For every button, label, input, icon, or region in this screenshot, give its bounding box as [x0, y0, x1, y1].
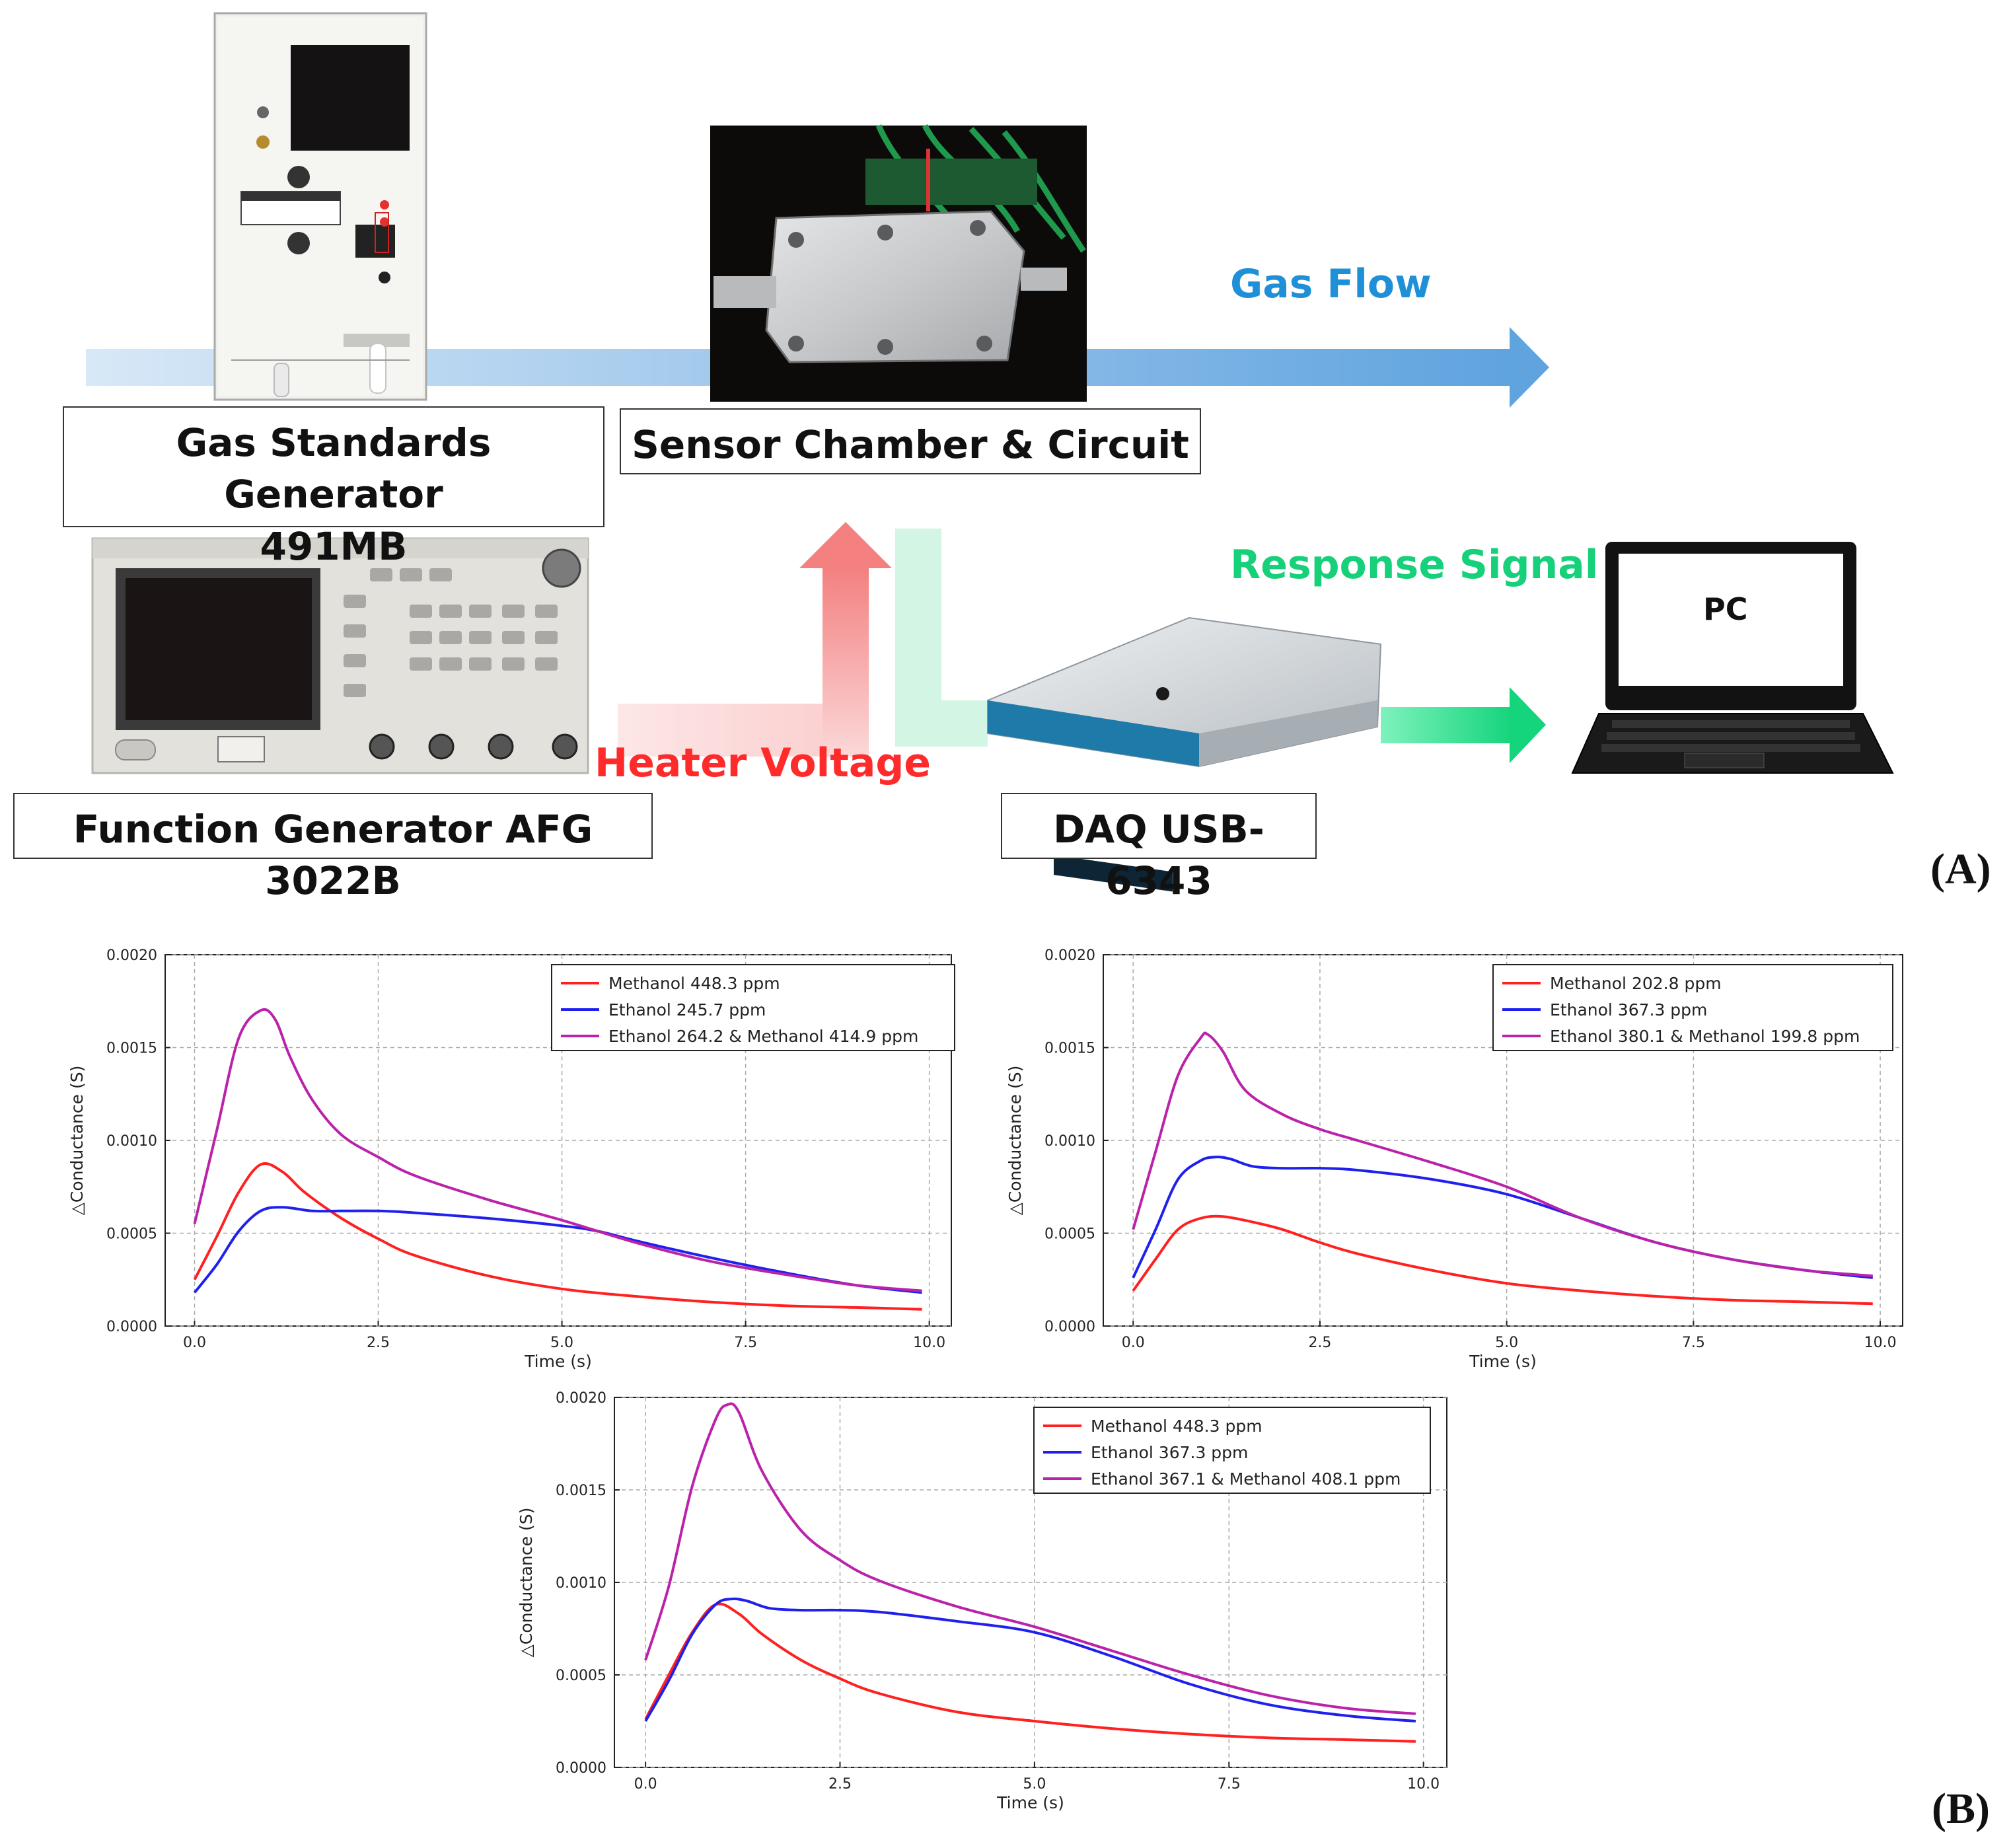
x-tick-label: 5.0: [1495, 1335, 1518, 1351]
gas-flow-label: Gas Flow: [1230, 261, 1432, 307]
series-line: [1132, 1214, 1873, 1306]
panel-b-label: (B): [1932, 1785, 1990, 1833]
legend-entry: Ethanol 367.1 & Methanol 408.1 ppm: [1091, 1469, 1401, 1489]
x-tick-label: 0.0: [1122, 1335, 1145, 1351]
x-tick-label: 10.0: [1864, 1335, 1897, 1351]
y-tick-label: 0.0005: [556, 1668, 606, 1684]
legend-box: [1033, 1407, 1431, 1494]
legend-box: [551, 964, 955, 1051]
y-tick-label: 0.0020: [106, 947, 157, 964]
series-line: [644, 1597, 1416, 1722]
series-line: [1132, 1031, 1873, 1278]
x-tick-label: 5.0: [550, 1335, 573, 1351]
function-generator-photo: [91, 537, 589, 774]
legend-entry: Ethanol 367.3 ppm: [1091, 1443, 1248, 1462]
function-generator-label: Function Generator AFG 3022B: [13, 793, 653, 903]
y-axis-label: △Conductance (S): [517, 1508, 536, 1658]
legend-entry: Methanol 448.3 ppm: [608, 974, 780, 993]
y-tick-label: 0.0000: [106, 1319, 157, 1335]
laptop-photo: [1571, 542, 1894, 774]
heater-voltage-label: Heater Voltage: [595, 740, 932, 786]
y-tick-label: 0.0005: [106, 1226, 157, 1243]
daq-photo: [987, 616, 1382, 892]
y-tick-label: 0.0010: [556, 1575, 606, 1592]
x-axis-label: Time (s): [996, 1793, 1064, 1812]
response-signal-connector: [895, 529, 988, 747]
x-tick-label: 0.0: [634, 1776, 657, 1793]
sensor-chamber-label: Sensor Chamber & Circuit: [620, 408, 1201, 474]
response-chart-1: 0.0 2.5 5.0 7.5 10.0 0.0000 0.0005 0.0010 0.0015…: [67, 947, 955, 1371]
x-tick-label: 7.5: [1218, 1776, 1241, 1793]
daq-label: DAQ USB-6343: [1001, 793, 1317, 903]
x-tick-label: 2.5: [828, 1776, 852, 1793]
pc-label: PC: [1703, 591, 1748, 627]
y-tick-label: 0.0015: [1044, 1041, 1095, 1057]
x-tick-label: 10.0: [913, 1335, 945, 1351]
x-tick-label: 2.5: [1308, 1335, 1331, 1351]
series-line: [644, 1402, 1416, 1715]
gas-generator-name: Gas Standards Generator: [176, 420, 492, 517]
series-line: [193, 1008, 922, 1292]
y-tick-label: 0.0015: [556, 1483, 606, 1499]
y-tick-label: 0.0000: [1044, 1319, 1095, 1335]
legend-entry: Ethanol 380.1 & Methanol 199.8 ppm: [1550, 1027, 1860, 1046]
x-tick-label: 5.0: [1023, 1776, 1046, 1793]
sensor-chamber-photo: [710, 124, 1087, 402]
series-line: [193, 1206, 922, 1294]
x-tick-label: 7.5: [734, 1335, 757, 1351]
legend-entry: Methanol 202.8 ppm: [1550, 974, 1722, 993]
heater-voltage-arrow: [618, 522, 892, 757]
gas-generator-model: 491MB: [260, 523, 408, 569]
legend-box: [1492, 964, 1893, 1051]
gas-standards-generator-label: Gas Standards Generator 491MB: [63, 406, 604, 569]
response-signal-arrow: [1381, 687, 1546, 763]
gas-standards-generator-photo: [213, 12, 427, 401]
response-signal-label: Response Signal: [1230, 542, 1599, 588]
sensor-chamber-text: Sensor Chamber & Circuit: [632, 422, 1189, 467]
y-tick-label: 0.0020: [556, 1390, 606, 1407]
daq-text: DAQ USB-6343: [1053, 807, 1264, 904]
y-tick-label: 0.0010: [1044, 1133, 1095, 1150]
y-tick-label: 0.0000: [556, 1760, 606, 1777]
y-tick-label: 0.0015: [106, 1041, 157, 1057]
x-tick-label: 2.5: [367, 1335, 390, 1351]
y-axis-label: △Conductance (S): [67, 1066, 87, 1216]
function-generator-text: Function Generator AFG 3022B: [73, 807, 593, 904]
x-axis-label: Time (s): [1469, 1352, 1537, 1371]
y-tick-label: 0.0010: [106, 1133, 157, 1150]
x-tick-label: 10.0: [1407, 1776, 1440, 1793]
series-line: [193, 1162, 922, 1311]
legend-entry: Ethanol 367.3 ppm: [1550, 1000, 1707, 1019]
legend-entry: Methanol 448.3 ppm: [1091, 1417, 1262, 1436]
y-tick-label: 0.0005: [1044, 1226, 1095, 1243]
x-tick-label: 0.0: [183, 1335, 206, 1351]
legend-entry: Ethanol 264.2 & Methanol 414.9 ppm: [608, 1027, 918, 1046]
x-axis-label: Time (s): [524, 1352, 592, 1371]
response-chart-2: 0.0 2.5 5.0 7.5 10.0 0.0000 0.0005 0.0010 0.0015…: [1006, 947, 1903, 1371]
legend-entry: Ethanol 245.7 ppm: [608, 1000, 766, 1019]
response-chart-3: 0.0 2.5 5.0 7.5 10.0 0.0000 0.0005 0.0010 0.0015…: [517, 1390, 1447, 1812]
x-tick-label: 7.5: [1682, 1335, 1705, 1351]
setup-diagram: [86, 12, 1894, 892]
panel-a-label: (A): [1930, 845, 1991, 893]
y-axis-label: △Conductance (S): [1006, 1066, 1025, 1216]
y-tick-label: 0.0020: [1044, 947, 1095, 964]
